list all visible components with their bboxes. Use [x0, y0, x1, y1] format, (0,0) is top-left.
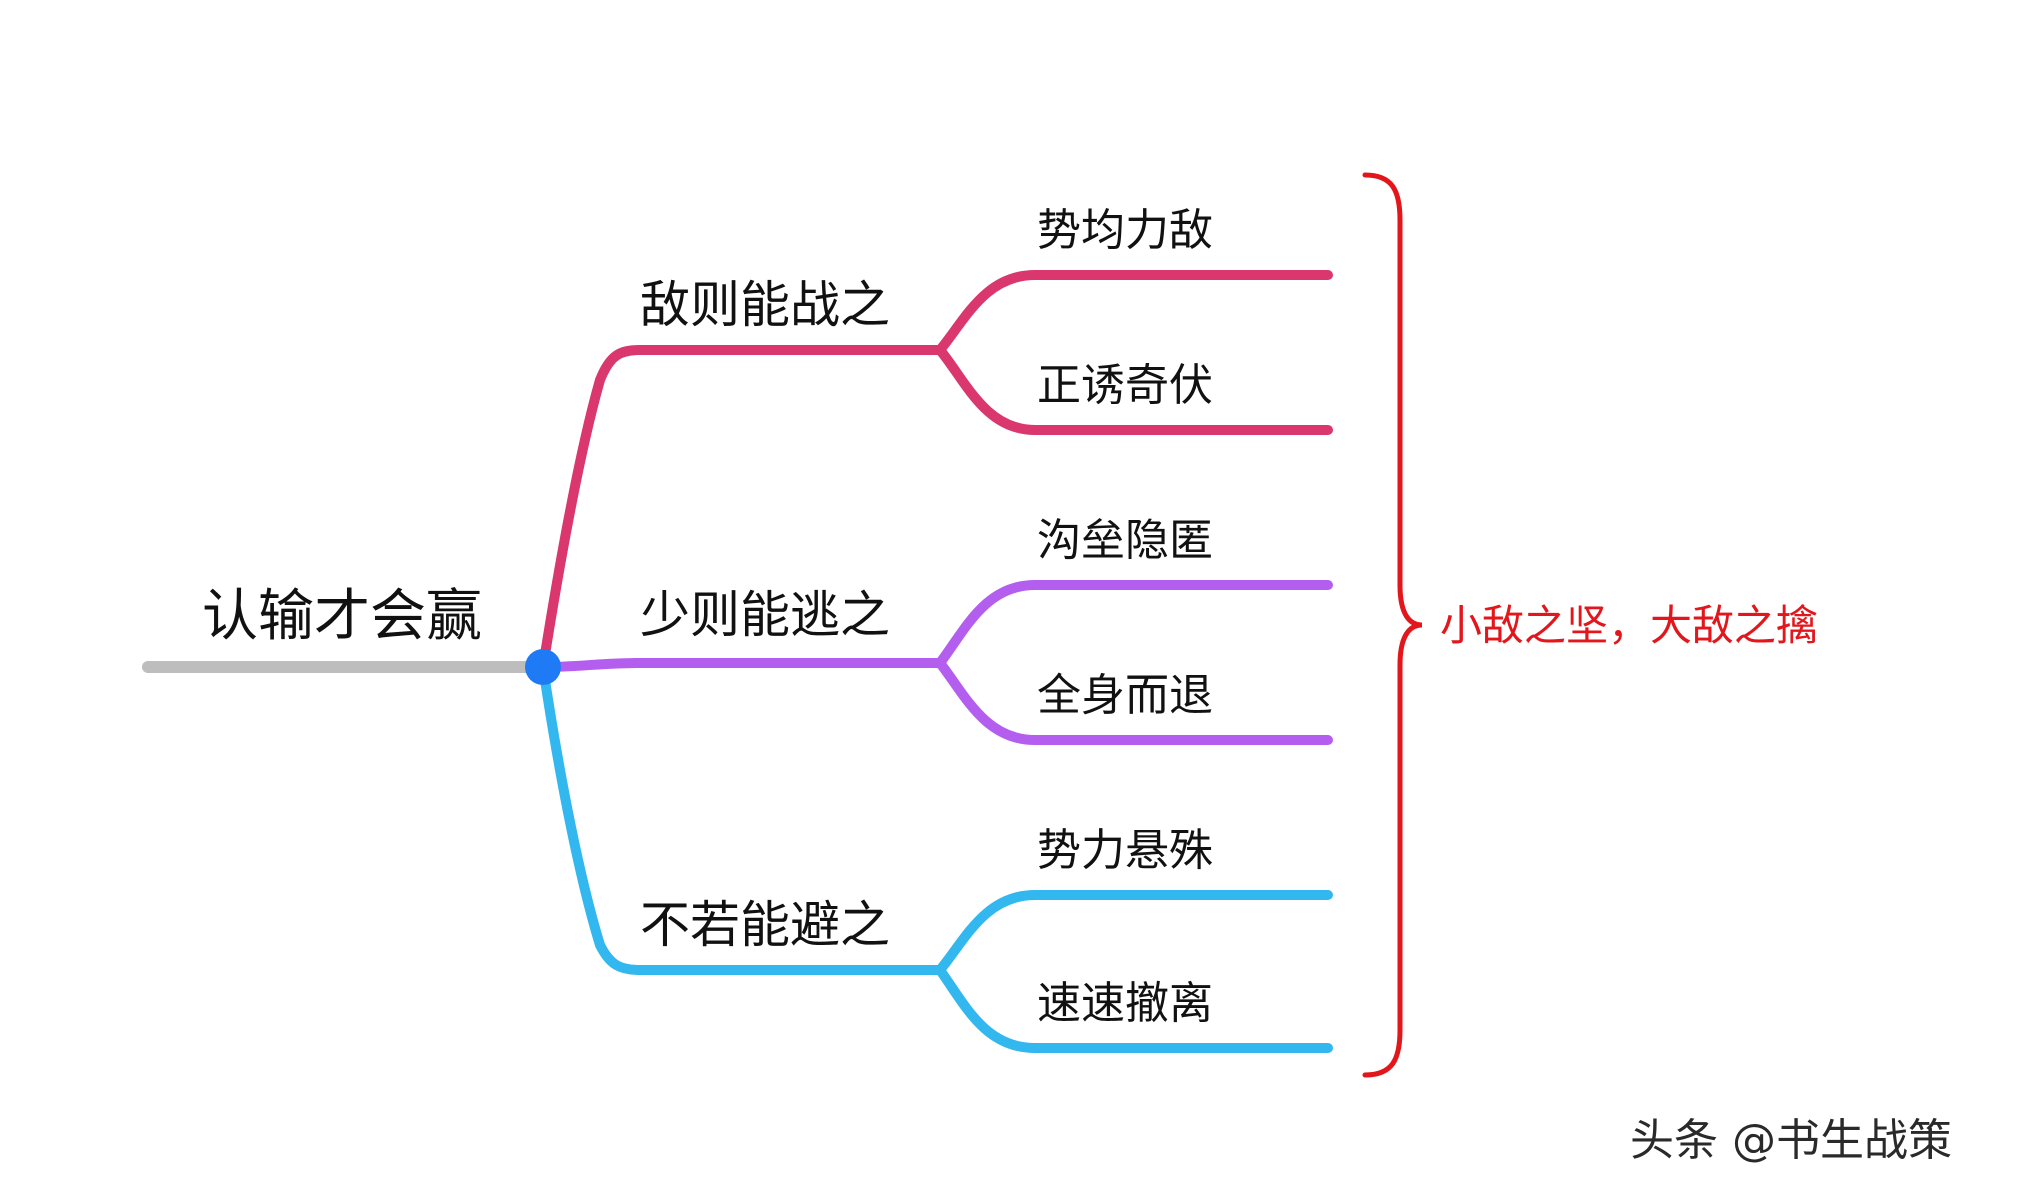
branch-connector-1 — [538, 345, 945, 672]
root-node-dot — [525, 649, 561, 685]
leaf-connector-1-2 — [935, 345, 1333, 435]
leaf-connector-3-2 — [935, 965, 1333, 1053]
summary-label: 小敌之坚，大敌之擒 — [1440, 601, 1818, 650]
leaf-label-2-2: 全身而退 — [1037, 670, 1213, 721]
leaf-label-1-2: 正诱奇伏 — [1037, 360, 1213, 411]
leaf-connector-3-1 — [935, 890, 1333, 975]
leaf-label-3-1: 势力悬殊 — [1037, 825, 1213, 876]
branch-connector-3 — [538, 662, 945, 975]
branch-label-1: 敌则能战之 — [640, 276, 890, 334]
leaf-connector-1-1 — [935, 270, 1333, 355]
leaf-label-2-1: 沟垒隐匿 — [1037, 515, 1213, 566]
branch-label-2: 少则能逃之 — [640, 586, 890, 644]
leaf-label-3-2: 速速撤离 — [1037, 978, 1213, 1029]
leaf-label-1-1: 势均力敌 — [1037, 205, 1213, 256]
summary-brace — [1362, 172, 1423, 1078]
leaf-connector-2-2 — [935, 658, 1333, 745]
root-label: 认输才会赢 — [202, 584, 482, 649]
watermark: 头条 @书生战策 — [1630, 1115, 1952, 1166]
leaf-connector-2-1 — [935, 580, 1333, 668]
branch-connector-2 — [538, 658, 945, 672]
branch-label-3: 不若能避之 — [640, 896, 890, 954]
